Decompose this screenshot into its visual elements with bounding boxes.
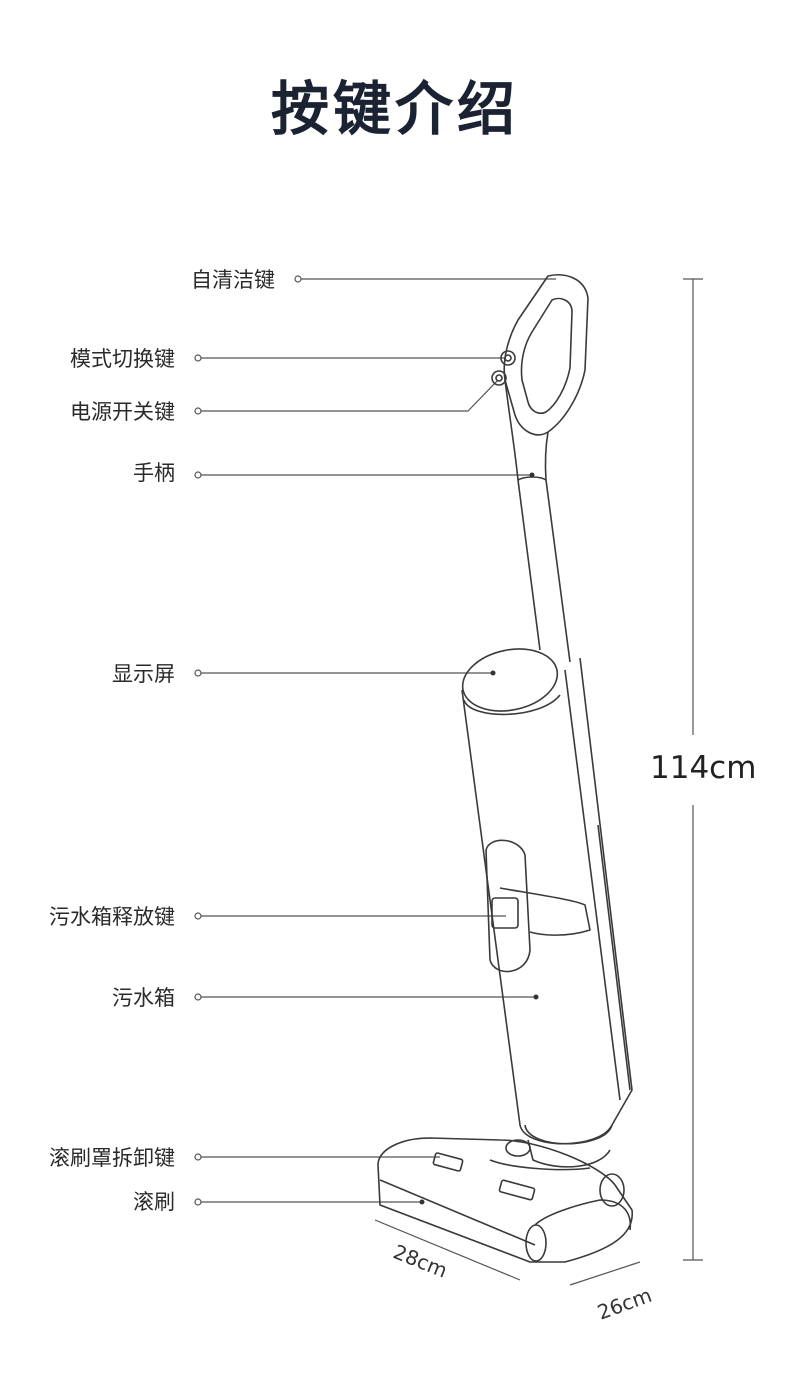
display-rim	[463, 694, 561, 716]
shaft-left-edge	[517, 479, 541, 651]
power-button-center	[495, 374, 503, 382]
callout-target-dots	[419, 472, 539, 1205]
shaft-right-edge	[545, 479, 571, 663]
dirty-tank-top	[499, 887, 591, 936]
height-dimension-label: 114cm	[650, 750, 757, 786]
label-display: 显示屏	[112, 662, 175, 686]
handle-neck-left	[504, 379, 519, 481]
label-brush-cover-release-button: 滚刷罩拆卸键	[49, 1146, 175, 1170]
vacuum-body	[377, 274, 633, 1263]
label-dirty-tank-release-button: 污水箱释放键	[49, 905, 175, 929]
callout-dot-display	[194, 669, 202, 677]
callout-dot-tank-release	[194, 912, 202, 920]
callout-dot-roller-brush	[194, 1198, 202, 1206]
right-wheel	[599, 1173, 625, 1207]
callout-dot-self-clean	[294, 275, 302, 283]
callout-dot-brush-cover	[194, 1153, 202, 1161]
handle-neck-right	[544, 431, 549, 481]
body-bottom-rim	[524, 1124, 613, 1145]
body-base-joint	[527, 1139, 611, 1168]
body-side-panel	[597, 824, 631, 1091]
callout-dot-dirty-tank	[194, 993, 202, 1001]
floor-head-neck	[489, 1159, 591, 1171]
label-roller-brush: 滚刷	[133, 1190, 175, 1214]
callout-dot-power	[194, 407, 202, 415]
mode-switch-button-shape	[500, 350, 516, 366]
power-button-shape	[491, 370, 507, 386]
width-dim-line	[569, 1261, 641, 1286]
body-back-edge	[564, 669, 621, 1101]
callout-dot-handle	[194, 471, 202, 479]
roller-end-circle	[525, 1224, 547, 1262]
label-dirty-tank: 污水箱	[112, 986, 175, 1010]
left-wheel	[505, 1139, 531, 1157]
floor-head-slot	[498, 1179, 536, 1201]
dirty-tank-target-dot	[533, 994, 539, 1000]
handle-target-dot	[529, 472, 535, 478]
tank-latch-outer	[485, 839, 531, 973]
floor-head-front-edge	[379, 1179, 536, 1246]
label-mode-switch-button: 模式切换键	[70, 347, 175, 371]
roller-end-cap	[534, 1199, 632, 1231]
brush-cover-release-button-shape	[432, 1152, 464, 1172]
display-target-dot	[490, 670, 496, 676]
display-screen-top	[461, 648, 559, 712]
label-power-button: 电源开关键	[70, 400, 175, 424]
mode-switch-button-center	[504, 354, 512, 362]
leader-power	[201, 379, 499, 412]
page-title: 按键介绍	[270, 75, 519, 143]
length-dimension-label: 28cm	[390, 1239, 451, 1282]
roller-brush-target-dot	[419, 1199, 425, 1205]
label-handle: 手柄	[133, 461, 175, 485]
callout-dot-mode-switch	[194, 354, 202, 362]
tank-release-button-shape	[491, 897, 519, 929]
label-self-clean-button: 自清洁键	[191, 268, 275, 292]
width-dimension-label: 26cm	[594, 1283, 655, 1325]
handle-grip-outer	[503, 274, 589, 436]
handle-grip-inner	[520, 297, 573, 415]
length-dim-line	[374, 1219, 521, 1281]
floor-head-outline	[377, 1137, 633, 1263]
